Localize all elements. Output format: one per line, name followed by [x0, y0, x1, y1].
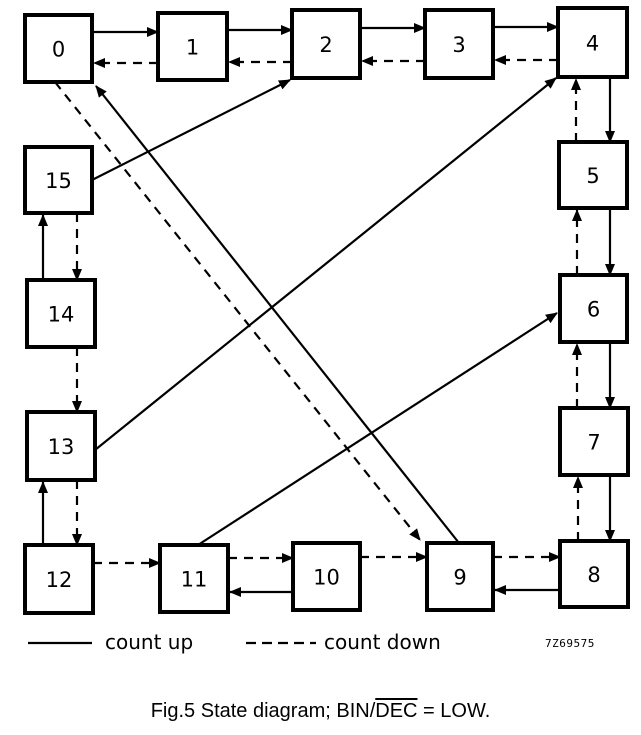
count-up-arrow-13-to-4: [94, 77, 557, 451]
state-box-13: 13: [25, 410, 97, 482]
state-box-10: 10: [291, 541, 362, 612]
state-box-15: 15: [23, 145, 94, 215]
state-label: 10: [313, 566, 340, 590]
count-down-arrow-0-to-9: [54, 81, 421, 541]
state-box-frame: [558, 406, 630, 477]
state-box-3: 3: [423, 8, 495, 80]
state-label: 5: [586, 164, 599, 188]
state-box-12: 12: [23, 543, 95, 615]
state-label: 11: [181, 568, 208, 592]
state-box-frame: [25, 278, 97, 349]
state-label: 0: [52, 38, 65, 62]
legend: count up count down 7Z69575: [28, 630, 595, 654]
state-box-2: 2: [290, 8, 362, 80]
state-label: 12: [46, 568, 73, 592]
state-box-frame: [25, 410, 97, 482]
state-box-frame: [558, 539, 630, 609]
legend-count-up-label: count up: [105, 630, 193, 654]
state-box-14: 14: [25, 278, 97, 349]
count-up-arrow-9-to-0: [95, 85, 460, 544]
state-label: 9: [453, 566, 466, 590]
state-box-frame: [425, 541, 495, 612]
state-box-0: 0: [23, 13, 94, 84]
state-label: 13: [48, 435, 75, 459]
state-box-frame: [558, 273, 629, 344]
state-box-4: 4: [556, 6, 629, 79]
state-label: 4: [586, 32, 599, 56]
state-box-11: 11: [158, 543, 230, 614]
state-box-8: 8: [558, 539, 630, 609]
state-label: 6: [587, 298, 600, 322]
state-box-1: 1: [156, 11, 229, 82]
state-box-frame: [23, 543, 95, 615]
state-box-frame: [23, 13, 94, 84]
state-box-frame: [23, 145, 94, 215]
state-label: 14: [48, 303, 75, 327]
state-box-frame: [156, 11, 229, 82]
state-label: 7: [587, 431, 600, 455]
state-box-frame: [556, 6, 629, 79]
caption-suffix: = LOW.: [417, 700, 491, 722]
figure-code: 7Z69575: [545, 637, 595, 650]
state-box-6: 6: [558, 273, 629, 344]
transitions-layer: [38, 22, 615, 597]
state-box-frame: [158, 543, 230, 614]
state-label: 15: [45, 169, 72, 193]
state-box-frame: [423, 8, 495, 80]
legend-count-down-label: count down: [324, 630, 441, 654]
caption-overlined-dec: DEC: [375, 700, 418, 722]
count-up-arrow-15-to-2: [91, 79, 291, 181]
figure-caption: Fig.5 State diagram; BIN/DEC = LOW.: [0, 700, 641, 723]
state-box-frame: [291, 541, 362, 612]
state-label: 1: [186, 36, 199, 60]
state-box-7: 7: [558, 406, 630, 477]
count-up-arrow-11-to-6: [197, 312, 558, 546]
state-label: 8: [587, 563, 600, 587]
state-label: 2: [319, 33, 332, 57]
state-box-5: 5: [557, 140, 629, 210]
caption-prefix: Fig.5 State diagram; BIN/: [150, 700, 376, 722]
state-box-9: 9: [425, 541, 495, 612]
state-box-frame: [557, 140, 629, 210]
state-label: 3: [452, 33, 465, 57]
state-box-frame: [290, 8, 362, 80]
